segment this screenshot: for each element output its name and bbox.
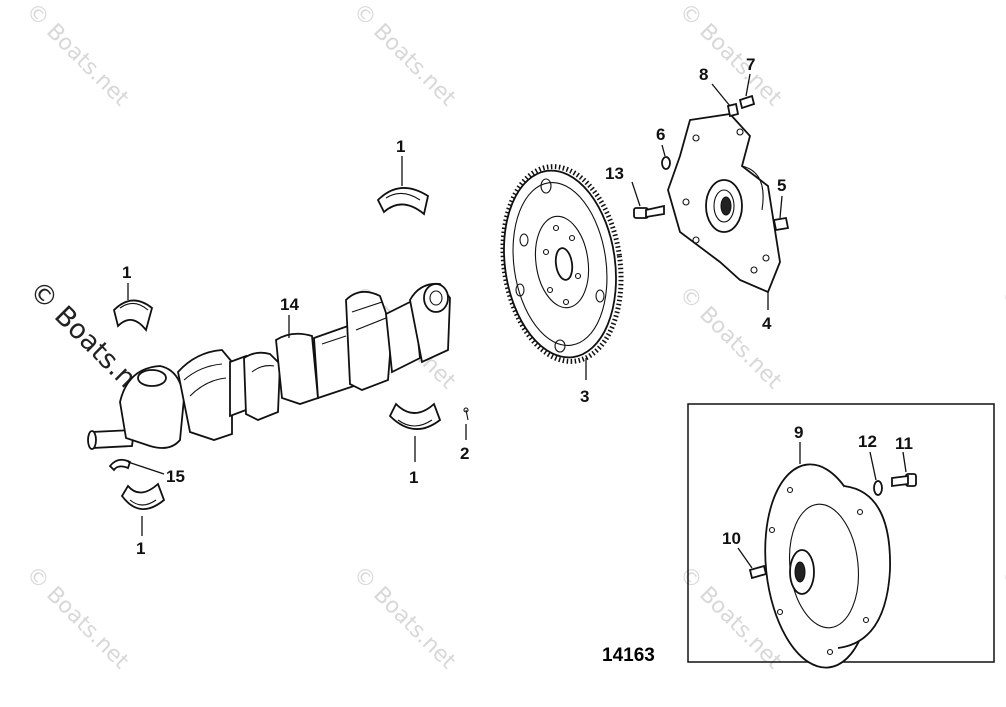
callout-14: 14 <box>280 295 299 314</box>
watermark: © Boats.net <box>674 0 787 111</box>
main-bearing-left <box>113 299 154 332</box>
watermark: © Boats.net <box>21 0 134 111</box>
watermark: © Boats.net <box>21 562 134 675</box>
flex-plate <box>667 113 781 294</box>
crankshaft <box>87 282 451 450</box>
main-bearing-top <box>376 187 430 216</box>
bolt-11 <box>891 473 917 488</box>
watermark: © Boats.net <box>348 562 461 675</box>
pin-2 <box>463 407 469 421</box>
flywheel <box>500 164 624 364</box>
callout-1-top: 1 <box>396 137 405 156</box>
main-bearing-lower-right <box>388 402 442 430</box>
callout-1-lower-left: 1 <box>136 539 145 558</box>
bolt-10 <box>748 564 768 580</box>
nut-8 <box>726 102 740 118</box>
watermark: © Boats.net <box>996 282 1006 395</box>
callout-9: 9 <box>794 423 803 442</box>
callout-7: 7 <box>746 55 755 74</box>
callout-10: 10 <box>722 529 741 548</box>
leader-lines <box>127 73 907 569</box>
washer-12 <box>873 480 883 496</box>
callout-6: 6 <box>656 125 665 144</box>
callout-11: 11 <box>895 434 913 453</box>
callout-1-left: 1 <box>122 263 131 282</box>
callout-5: 5 <box>777 176 786 195</box>
callout-15: 15 <box>166 467 185 486</box>
callout-3: 3 <box>580 387 589 406</box>
washer-6 <box>661 156 671 170</box>
nut-5 <box>772 216 790 232</box>
watermark: © Boats.net <box>348 0 461 111</box>
callout-2: 2 <box>460 444 469 463</box>
watermark: © Boats.net <box>674 282 787 395</box>
callout-13: 13 <box>605 164 624 183</box>
diagram-part-number: 14163 <box>602 645 655 666</box>
callouts: 1 1 1 1 2 3 4 5 6 7 8 9 10 11 12 13 14 1… <box>122 55 913 558</box>
callout-4: 4 <box>762 314 772 333</box>
watermark: © Boats.net <box>996 562 1006 675</box>
callout-8: 8 <box>699 65 708 84</box>
callout-1-lower-right: 1 <box>409 468 418 487</box>
main-bearing-lower-left <box>120 482 166 510</box>
drive-plate <box>764 463 891 669</box>
bolt-13 <box>633 204 665 219</box>
bolt-7 <box>738 94 756 110</box>
callout-12: 12 <box>858 432 877 451</box>
key-15 <box>108 458 132 472</box>
